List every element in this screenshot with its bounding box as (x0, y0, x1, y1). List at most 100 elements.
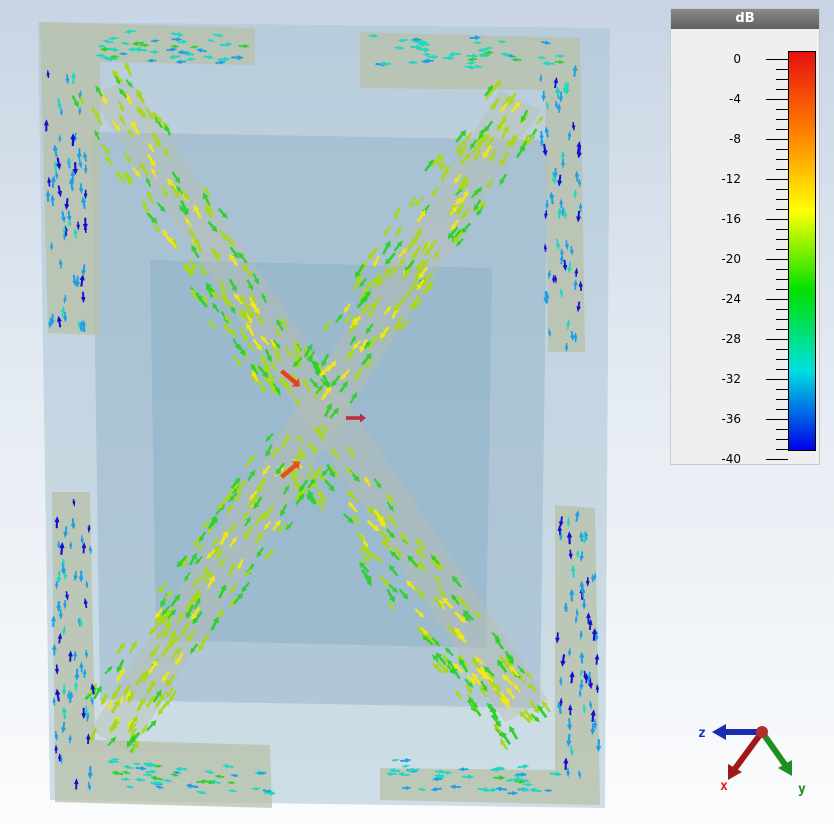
field-arrow-arm-bl (130, 727, 138, 739)
arrow-head (43, 119, 49, 126)
field-arrow-patch (121, 777, 131, 782)
field-arrow-patch (150, 775, 163, 781)
field-arrow-arm-tr (459, 152, 471, 166)
field-arrow-patch (559, 254, 564, 265)
field-arrow-patch (100, 55, 112, 61)
field-arrow-arm-tl (150, 132, 161, 144)
arrow-head (182, 264, 190, 272)
field-arrow-patch (83, 597, 88, 609)
field-arrow-patch (523, 782, 534, 787)
field-arrow-patch (154, 785, 164, 790)
field-arrow-patch (458, 767, 469, 772)
arrow-head (543, 243, 548, 250)
arrow-head (185, 57, 192, 62)
field-arrow-patch (170, 773, 180, 777)
arrow-head (366, 281, 373, 288)
field-arrow-patch (547, 270, 552, 280)
arrow-head (477, 47, 484, 53)
field-arrow-arm-bl (229, 536, 237, 548)
arrow-head (192, 45, 200, 49)
field-arrow-arm-tr (415, 226, 423, 237)
field-arrow-arm-br (506, 687, 516, 700)
field-arrow-arm-bl (211, 537, 218, 548)
arrow-head (214, 774, 221, 779)
field-arrow-patch (50, 313, 55, 326)
field-arrow-patch (151, 39, 160, 43)
arrow-head (512, 791, 519, 796)
field-arrow-patch (566, 733, 572, 747)
field-arrow-arm-tr (491, 79, 502, 92)
arrow-head (365, 327, 372, 335)
arrow-head (457, 596, 465, 604)
arrow-head (331, 380, 338, 387)
field-arrow-arm-bl (206, 549, 216, 560)
arrow-head (186, 635, 193, 643)
field-arrow-patch (131, 40, 145, 47)
arrow-shaft (280, 369, 299, 386)
field-arrow-patch (511, 57, 522, 62)
arrow-head (347, 349, 353, 357)
field-arrow-patch (58, 609, 63, 620)
field-arrow-arm-br (347, 501, 358, 513)
field-arrow-arm-bl (169, 689, 177, 702)
arrow-head (448, 55, 455, 61)
arrow-head (156, 116, 163, 124)
field-arrow-patch (59, 106, 64, 116)
field-arrow-arm-bl (104, 665, 113, 675)
field-arrow-arm-tl (276, 318, 284, 331)
field-arrow-arm-bl (163, 589, 173, 600)
field-arrow-arm-tl (302, 378, 311, 392)
field-arrow-patch (87, 525, 91, 534)
arrow-head (237, 55, 244, 61)
arrow-head (67, 694, 71, 701)
arrow-head (157, 709, 164, 716)
arrow-head (243, 43, 250, 49)
arrow-head (104, 148, 111, 156)
field-arrow-patch (595, 739, 602, 753)
field-arrow-arm-bl (232, 592, 244, 605)
arrow-head (153, 617, 160, 624)
arrow-head (193, 540, 199, 548)
field-arrow-patch (564, 240, 569, 251)
field-arrow-arm-br (388, 514, 399, 528)
arrow-head (141, 728, 147, 735)
arrow-head (209, 319, 215, 326)
field-arrow-patch (56, 157, 62, 170)
field-arrow-patch (576, 145, 582, 159)
field-arrow-patch (579, 580, 585, 593)
arrow-head (313, 426, 321, 434)
field-arrow-patch (70, 169, 76, 182)
field-arrow-patch (68, 650, 73, 662)
field-arrow-arm-tl (270, 360, 278, 372)
field-arrow-arm-tl (191, 244, 200, 259)
feed-arrow-dark-red (346, 413, 366, 423)
field-arrow-arm-bl (281, 434, 290, 449)
arrow-head (542, 61, 549, 67)
arrow-head (324, 382, 331, 389)
field-arrow-arm-bl (139, 669, 149, 680)
arrow-head (442, 168, 448, 175)
field-arrow-arm-bl (256, 547, 264, 558)
arrow-head (547, 273, 552, 280)
field-arrow-arm-br (492, 681, 502, 691)
arrow-head (359, 346, 366, 353)
arrow-head (365, 304, 371, 311)
arrow-head (439, 769, 446, 774)
arrow-head (279, 376, 286, 383)
axis-triad[interactable]: z x y (690, 708, 820, 808)
legend-tick-minor (776, 79, 788, 80)
field-arrow-arm-br (344, 466, 354, 476)
arrow-head (439, 591, 446, 598)
field-arrow-patch (81, 319, 87, 333)
arrow-head (453, 177, 460, 184)
field-arrow-arm-br (451, 593, 460, 606)
arrow-head (99, 53, 106, 58)
arrow-head (185, 783, 192, 789)
arrow-head (127, 47, 134, 52)
arrow-head (110, 757, 117, 761)
arrow-head (570, 564, 576, 572)
z-axis-label: z (698, 726, 706, 741)
field-arrow-arm-bl (130, 731, 141, 745)
field-arrow-patch (171, 31, 184, 38)
